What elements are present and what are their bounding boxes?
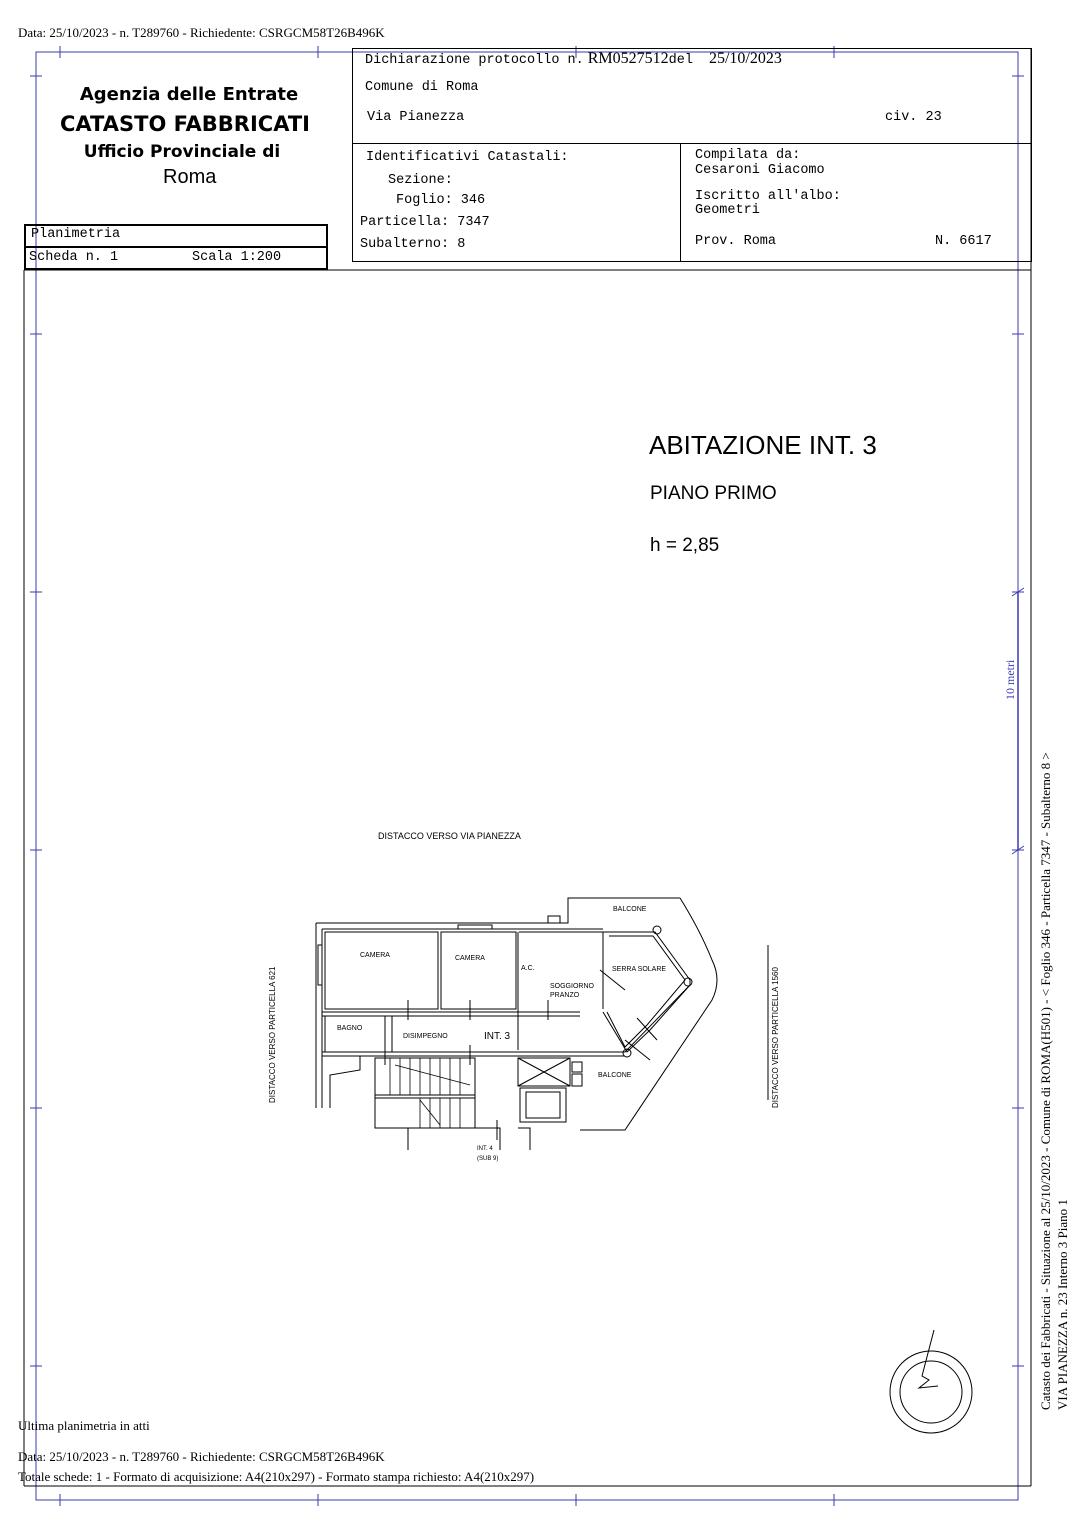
foglio-label: Foglio: 346 [396, 193, 486, 208]
footer-ultima: Ultima planimetria in atti [18, 1418, 150, 1433]
floor-label: PIANO PRIMO [650, 483, 777, 504]
compilata-label: Compilata da: [695, 148, 801, 163]
ufficio-city: Roma [163, 166, 217, 188]
room-disimpegno: DISIMPEGNO [403, 1033, 448, 1040]
distacco-left-label: DISTACCO VERSO PARTICELLA 621 [268, 966, 277, 1104]
side-address-line: VIA PIANEZZA n. 23 Interno 3 Piano 1 [1055, 1199, 1070, 1410]
side-situation-line: Catasto dei Fabbricati - Situazione al 2… [1038, 752, 1053, 1410]
unit-int4-label: INT. 4 [477, 1146, 493, 1152]
request-info-top: Data: 25/10/2023 - n. T289760 - Richiede… [18, 25, 385, 40]
room-balcone-bottom: BALCONE [598, 1072, 632, 1079]
distacco-top-label: DISTACCO VERSO VIA PIANEZZA [378, 831, 521, 841]
protocol-number: RM0527512 [587, 50, 669, 67]
ufficio-label: Ufficio Provinciale di [83, 142, 281, 162]
civico-label: civ. 23 [885, 110, 942, 125]
via-label: Via Pianezza [367, 110, 465, 125]
north-arrow-icon [889, 1329, 973, 1434]
room-ac: A.C. [521, 965, 535, 972]
distacco-right-label: DISTACCO VERSO PARTICELLA 1560 [771, 967, 780, 1108]
scheda-number: Scheda n. 1 [29, 250, 119, 265]
unit-title: ABITAZIONE INT. 3 [649, 430, 877, 460]
sezione-label: Sezione: [388, 173, 453, 188]
del-label: del [668, 53, 693, 68]
room-bagno: BAGNO [337, 1025, 363, 1032]
protocol-line: Dichiarazione protocollo n. RM0527512del… [365, 50, 782, 68]
prov-label: Prov. Roma [695, 234, 777, 249]
agency-name: Agenzia delle Entrate [79, 84, 299, 105]
albo-label: Iscritto all'albo: [695, 189, 841, 204]
footer-request-info: Data: 25/10/2023 - n. T289760 - Richiede… [18, 1449, 385, 1464]
room-pranzo: PRANZO [550, 992, 580, 999]
scala-label: Scala 1:200 [192, 250, 282, 265]
compilata-name: Cesaroni Giacomo [695, 163, 825, 178]
particella-label: Particella: 7347 [360, 215, 490, 230]
planimetria-label: Planimetria [31, 227, 121, 242]
unit-sub9-label: (SUB 9) [477, 1156, 499, 1162]
albo-number: N. 6617 [935, 234, 992, 249]
height-label: h = 2,85 [650, 535, 720, 556]
room-serra: SERRA SOLARE [612, 966, 667, 973]
room-balcone-top: BALCONE [613, 906, 647, 913]
unit-int3-label: INT. 3 [484, 1031, 511, 1042]
room-soggiorno: SOGGIORNO [550, 983, 594, 990]
protocol-prefix: Dichiarazione protocollo n. [365, 53, 584, 68]
room-camera-1: CAMERA [360, 952, 390, 959]
footer-totale: Totale schede: 1 - Formato di acquisizio… [18, 1469, 535, 1484]
room-camera-2: CAMERA [455, 955, 485, 962]
identificativi-title: Identificativi Catastali: [366, 150, 569, 165]
comune-label: Comune di Roma [365, 80, 479, 95]
albo-value: Geometri [695, 203, 760, 218]
protocol-date: 25/10/2023 [708, 50, 782, 67]
compilata-box [680, 143, 1032, 262]
catasto-title: CATASTO FABBRICATI [60, 112, 310, 136]
planimetria-divider [24, 246, 328, 248]
subalterno-label: Subalterno: 8 [360, 237, 466, 252]
